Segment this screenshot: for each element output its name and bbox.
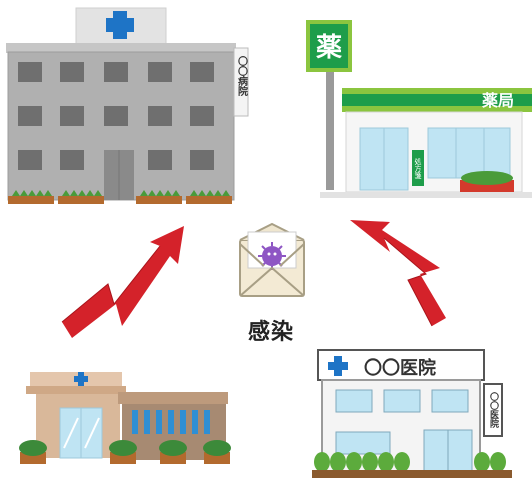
clinic-windows: [132, 410, 210, 434]
virus-envelope-icon: [239, 222, 305, 297]
pharmacy-pole-sign: 薬: [316, 33, 342, 63]
zigzag-arrow-icon: [61, 226, 184, 338]
medical-cross-icon: [74, 372, 88, 386]
zigzag-arrow-icon: [350, 220, 446, 327]
clinic-building: 〇〇医院 〇〇医院: [312, 349, 512, 478]
pharmacy-building: 薬 薬局 処方箋: [306, 20, 532, 198]
clinic-windows: [335, 389, 469, 455]
clinic-name-sign: 〇〇医院: [364, 357, 436, 379]
hospital-windows: [18, 62, 214, 170]
pharmacy-door-sign: 処方箋: [414, 157, 422, 179]
pharmacy-roof-sign: 薬局: [481, 91, 514, 110]
hospital-planters: [8, 190, 232, 204]
hospital-name-sign: 〇〇病院: [236, 55, 248, 97]
clinic-shrubs: [314, 452, 506, 472]
clinic-side-sign: 〇〇医院: [488, 391, 499, 429]
medical-cross-icon: [328, 356, 348, 376]
small-clinic-building: [19, 372, 231, 464]
infection-label: 感染: [247, 320, 294, 345]
medical-cross-icon: [106, 11, 134, 39]
large-hospital-building: 〇〇病院: [6, 7, 249, 204]
virus-icon: [258, 242, 286, 270]
